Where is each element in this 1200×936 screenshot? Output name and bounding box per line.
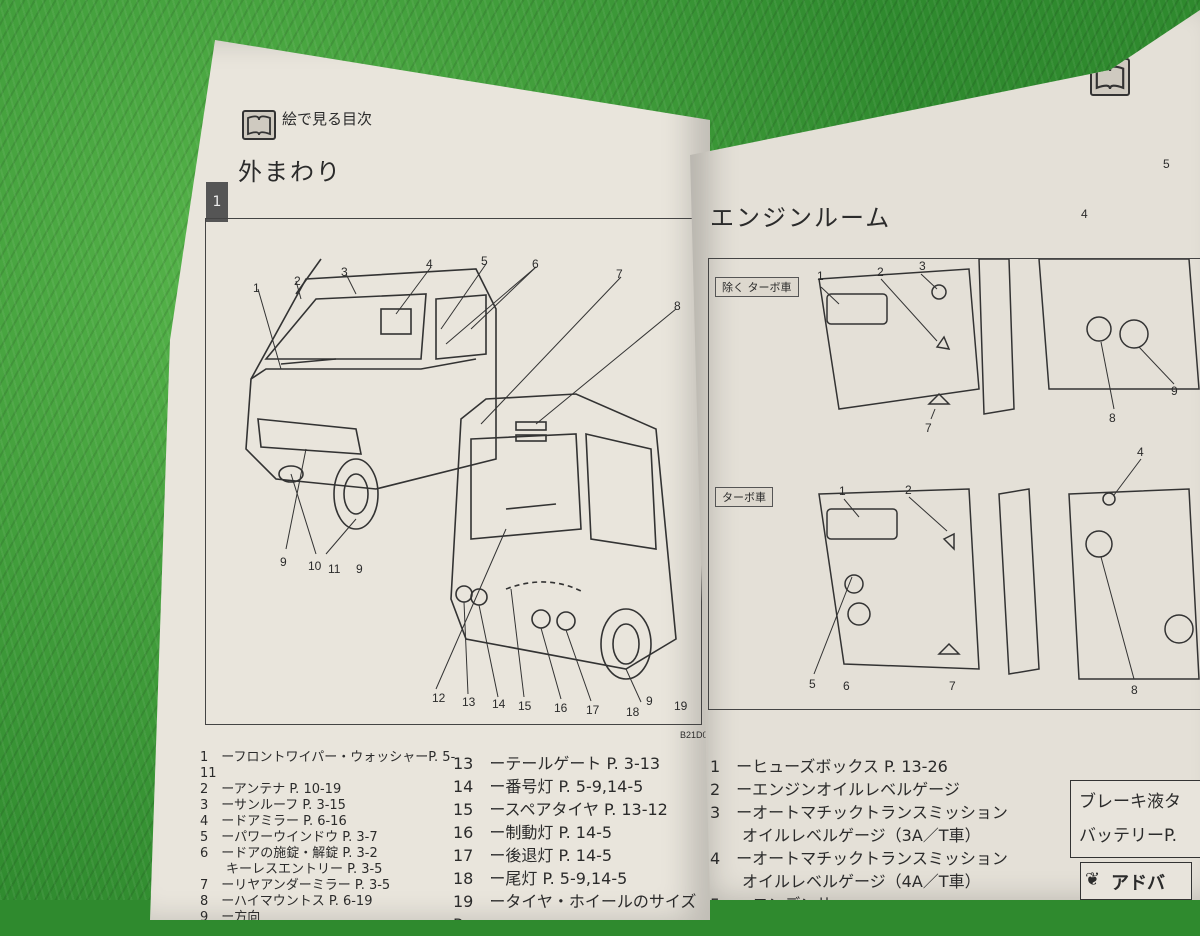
section-tab: 1	[206, 182, 228, 222]
callout-18: 18	[626, 705, 640, 719]
legend-item: 3 ーサンルーフ P. 3-15	[200, 798, 346, 813]
subtab-non-turbo: 除く ターボ車	[715, 277, 799, 297]
legend-item: 9 ー方向	[200, 910, 261, 925]
callout-top-1: 1	[817, 269, 824, 283]
callout-4: 4	[426, 257, 433, 271]
callout-bottom-2: 2	[905, 483, 912, 497]
callout-top-5: 5	[1163, 157, 1170, 171]
callout-top-7: 7	[925, 421, 932, 435]
callout-bottom-4: 4	[1137, 445, 1144, 459]
callout-10: 10	[308, 559, 322, 573]
exterior-figure-frame: 1 2 3 4 5 6 7 8 9 10 11 9 12 13 14 15 16…	[205, 218, 702, 725]
legend-item: 3 ーオートマチックトランスミッション	[710, 803, 1008, 822]
legend-item: 8 ーハイマウントス P. 6-19	[200, 894, 373, 909]
van-illustration	[245, 258, 677, 703]
advice-label: アドバ	[1111, 873, 1165, 894]
legend-item: 14 ー番号灯 P. 5-9,14-5	[453, 777, 644, 796]
leaf-icon: ❦	[1085, 869, 1101, 890]
legend-item: 19 ータイヤ・ホイールのサイズ P.	[453, 892, 697, 934]
callout-2: 2	[294, 274, 301, 288]
callout-15: 15	[518, 699, 532, 713]
legend-item: 6 ードアの施錠・解錠 P. 3-2	[200, 846, 378, 861]
legend-item: 2 ーエンジンオイルレベルゲージ	[710, 780, 960, 799]
callout-9b: 9	[356, 562, 363, 576]
callout-bottom-5: 5	[809, 677, 816, 691]
subtab-turbo: ターボ車	[715, 487, 773, 507]
callout-16: 16	[554, 701, 568, 715]
book-icon	[242, 110, 276, 140]
callout-17: 17	[586, 703, 600, 717]
callout-8: 8	[674, 299, 681, 313]
legend-item: 1 ーフロントワイパー・ウォッシャーP. 5-11	[200, 750, 456, 781]
legend-item: 13 ーテールゲート P. 3-13	[453, 754, 661, 773]
reference-note-box: ブレーキ液タ バッテリーP.	[1070, 780, 1200, 858]
page-header-small: 絵で見る目次	[282, 110, 373, 128]
legend-left: 1 ーフロントワイパー・ウォッシャーP. 5-11 2 ーアンテナ P. 10-…	[200, 750, 460, 925]
callout-top-9: 9	[1171, 384, 1178, 398]
callout-14: 14	[492, 697, 506, 711]
right-page: 絵で エンジンルーム	[690, 10, 1200, 900]
callout-11: 11	[328, 562, 341, 576]
left-page: 絵で見る目次 外まわり 1	[150, 40, 710, 920]
legend-item: 18 ー尾灯 P. 5-9,14-5	[453, 869, 628, 888]
legend-item: 17 ー後退灯 P. 14-5	[453, 846, 613, 865]
note-line: ブレーキ液タ	[1079, 792, 1181, 812]
callout-7: 7	[616, 267, 623, 281]
page-title: 外まわり	[238, 158, 342, 186]
legend-item: 5 ーパワーウインドウ P. 3-7	[200, 830, 378, 845]
legend-item: 7 ーリヤアンダーミラー P. 3-5	[200, 878, 391, 893]
legend-item: 5 ーコンデンサ	[710, 895, 833, 914]
legend-item: 2 ーアンテナ P. 10-19	[200, 782, 342, 797]
callout-1: 1	[253, 281, 260, 295]
legend-item: キーレスエントリー P. 3-5	[200, 862, 383, 877]
callout-19: 19	[674, 699, 688, 713]
legend-item: 15 ースペアタイヤ P. 13-12	[453, 800, 668, 819]
callout-top-4: 4	[1081, 207, 1088, 221]
legend-item: 16 ー制動灯 P. 14-5	[453, 823, 613, 842]
advice-badge: ❦ アドバ	[1080, 862, 1192, 900]
callout-6: 6	[532, 257, 539, 271]
legend-item: 4 ードアミラー P. 6-16	[200, 814, 347, 829]
figure-code: B21D00	[680, 730, 713, 740]
callout-5: 5	[481, 254, 488, 268]
engine-illustration	[813, 258, 1200, 680]
callout-top-8: 8	[1109, 411, 1116, 425]
page-title: エンジンルーム	[710, 204, 892, 232]
callout-bottom-6: 6	[843, 679, 850, 693]
callout-12: 12	[432, 691, 446, 705]
legend-item: 4 ーオートマチックトランスミッション	[710, 849, 1008, 868]
legend-item: オイルレベルゲージ（4A／T車）	[710, 872, 981, 891]
note-line: バッテリーP.	[1079, 826, 1178, 846]
callout-top-2: 2	[877, 265, 884, 279]
legend-item: 1 ーヒューズボックス P. 13-26	[710, 757, 948, 776]
callout-top-3: 3	[919, 259, 926, 273]
legend-item: オイルレベルゲージ（3A／T車）	[710, 826, 981, 845]
callout-13: 13	[462, 695, 476, 709]
callout-9a: 9	[280, 555, 287, 569]
callout-3: 3	[341, 265, 348, 279]
callout-bottom-7: 7	[949, 679, 956, 693]
callout-bottom-1: 1	[839, 484, 846, 498]
engine-figure-frame: 除く ターボ車 ターボ車 1 2 3 4 5 7 8 9 1 2 4 5 6 7…	[708, 157, 1200, 710]
engine-legend: 1 ーヒューズボックス P. 13-26 2 ーエンジンオイルレベルゲージ 3 …	[710, 755, 1055, 914]
callout-bottom-8: 8	[1131, 683, 1138, 697]
legend-right: 13 ーテールゲート P. 3-13 14 ー番号灯 P. 5-9,14-5 1…	[453, 752, 708, 934]
callout-9c: 9	[646, 694, 653, 708]
